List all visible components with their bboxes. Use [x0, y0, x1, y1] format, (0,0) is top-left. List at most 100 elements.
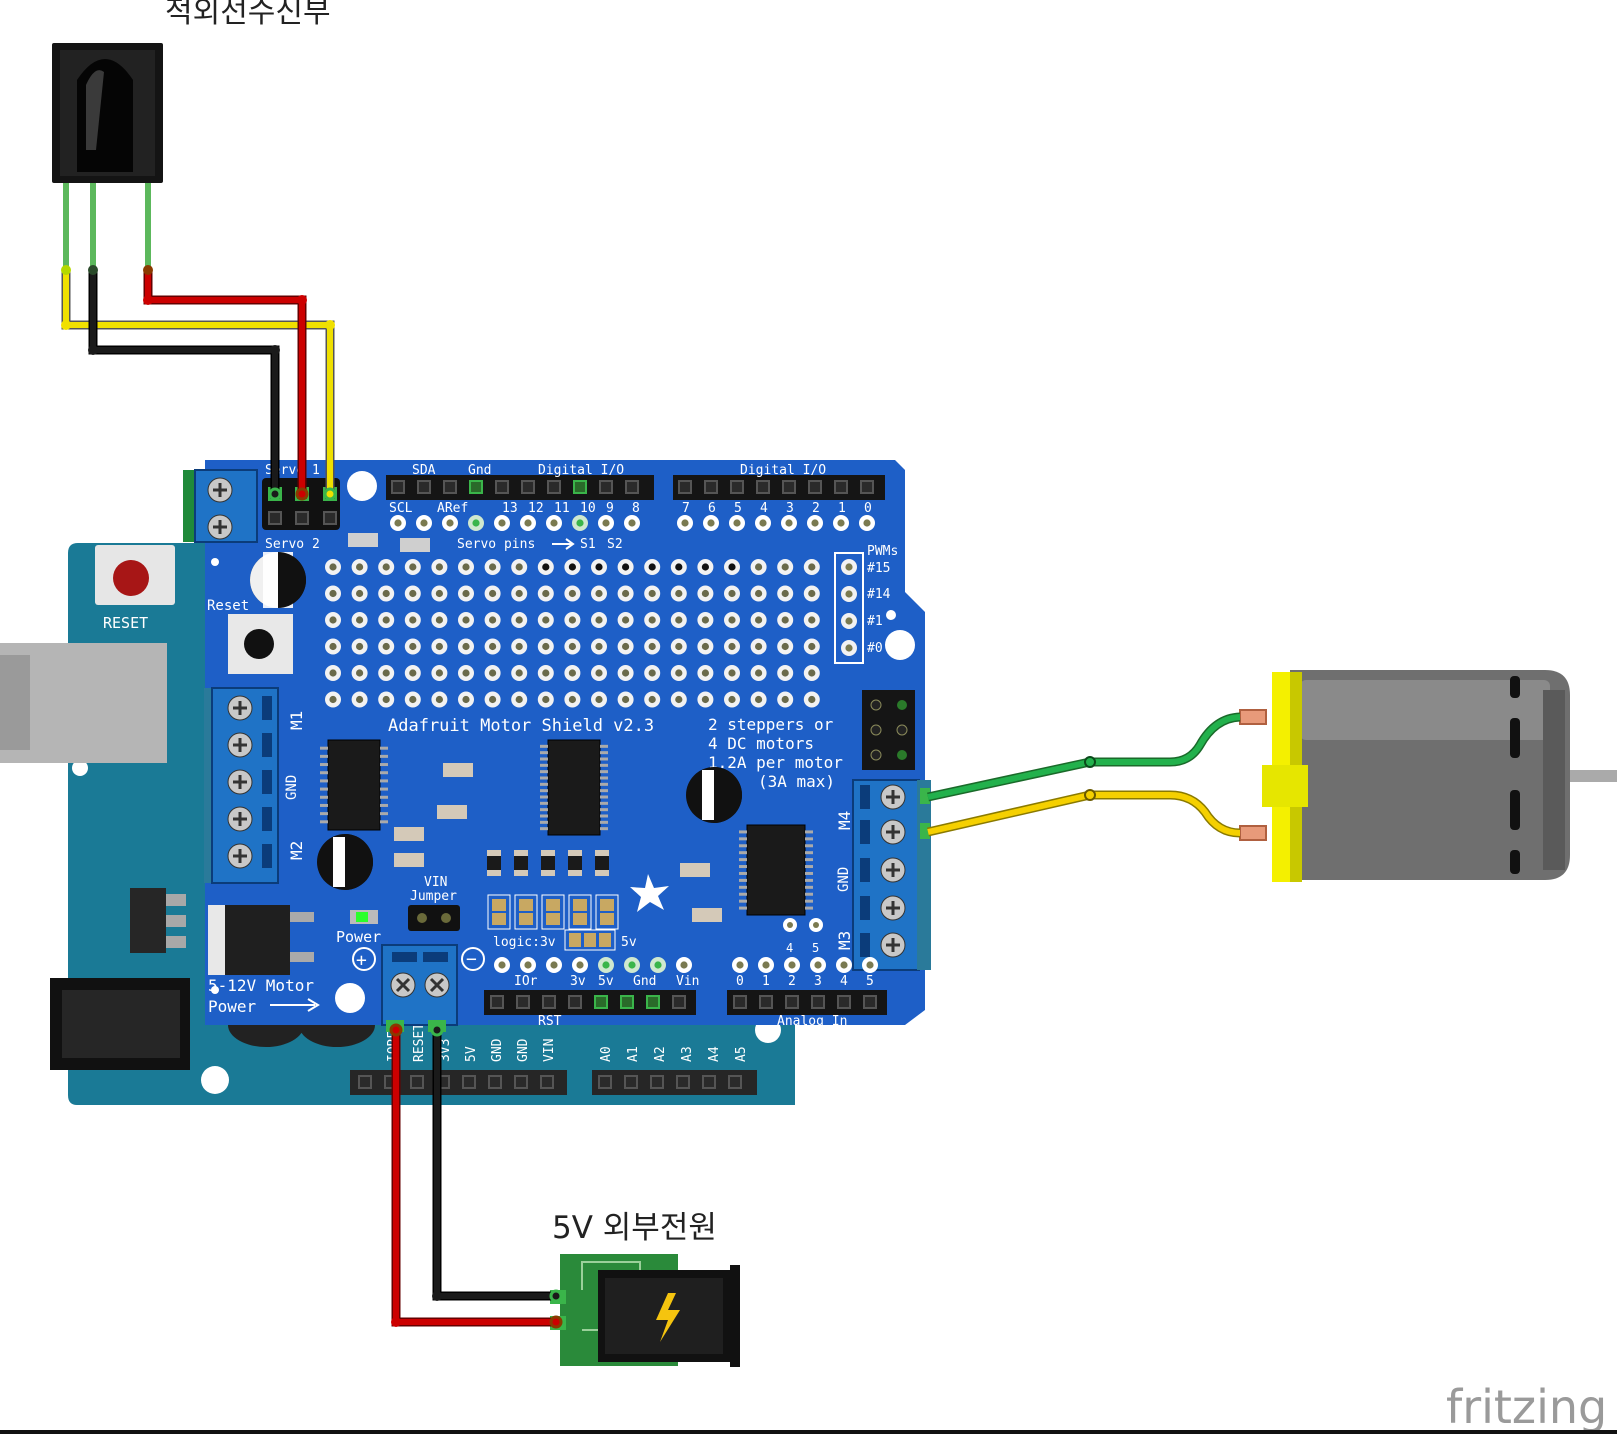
pcb-hole-center — [568, 563, 577, 571]
dc-power-jack — [550, 1254, 740, 1367]
header-pin — [624, 1075, 638, 1089]
pcb-hole-center — [498, 519, 506, 527]
servo2-label: Servo 2 — [265, 537, 320, 552]
smd-cap — [541, 870, 555, 876]
pcb-hole-center — [568, 669, 577, 677]
pcb-hole-center — [728, 616, 736, 624]
pcb-hole-center — [755, 589, 763, 598]
pcb-hole-center — [462, 589, 470, 598]
ic-pin — [739, 858, 747, 862]
pwm0-label: #0 — [867, 641, 883, 656]
ic-pin — [600, 814, 608, 818]
pcb-hole-center — [845, 563, 853, 571]
pcb-hole-center — [382, 642, 390, 651]
terminal-screw-slot — [886, 938, 900, 952]
wire-red-vcc — [145, 270, 305, 495]
pcb-hole-center — [446, 519, 454, 527]
pcb-hole-center — [845, 644, 853, 652]
pcb-hole-center — [595, 589, 603, 598]
pcb-hole-center — [707, 519, 715, 527]
header-pin — [837, 995, 851, 1009]
pcb-hole-center — [382, 695, 390, 704]
ic-pin — [540, 763, 548, 767]
pcb-hole-center — [675, 695, 683, 704]
terminal-slot — [262, 844, 272, 868]
fritzing-watermark: fritzing — [1446, 1380, 1607, 1434]
pcb-hole-center — [542, 589, 550, 598]
pcb-hole-center — [356, 563, 364, 571]
ic-pin — [600, 820, 608, 824]
ic-pin — [805, 885, 813, 889]
pcb-hole-center — [701, 669, 710, 677]
pcb-hole-center — [701, 642, 710, 651]
ic-pin — [805, 851, 813, 855]
header-pin — [323, 511, 337, 525]
pcb-hole-center — [808, 616, 816, 624]
pcb-hole-center — [595, 616, 603, 624]
pcb-hole-center — [356, 589, 364, 598]
reset-pin-label: RESET — [412, 1023, 427, 1062]
header-pin — [863, 995, 877, 1009]
pcb-hole-center — [515, 616, 523, 624]
header-pin — [625, 480, 639, 494]
pcb-hole-center — [728, 669, 736, 677]
motor-shield: Servo 1 Servo 2 SDA Gnd Digital I/O Digi… — [183, 460, 931, 1032]
pcb-hole-center — [733, 519, 741, 527]
pcb-hole-center — [409, 669, 417, 677]
a0-label: A0 — [599, 1046, 614, 1062]
pcb-hole-center — [595, 642, 603, 651]
pcb-hole-center — [755, 695, 763, 704]
pcb-hole-center — [462, 642, 470, 651]
pcb-hole-center — [435, 669, 443, 677]
pcb-hole-center — [845, 590, 853, 598]
header-pin — [594, 995, 608, 1009]
pcb-hole-center — [622, 695, 630, 704]
pcb-hole-center — [542, 669, 550, 677]
header-pin — [728, 1075, 742, 1089]
pcb-hole-center — [622, 616, 630, 624]
ic-chip — [547, 739, 601, 836]
pcb-hole-center — [837, 519, 845, 527]
ic-pin — [540, 808, 548, 812]
pcb-hole-center — [409, 642, 417, 651]
pcb-hole-center — [628, 961, 636, 969]
ir-receiver — [52, 43, 163, 269]
ic-pin — [600, 744, 608, 748]
smd-cap — [514, 870, 528, 876]
pcb-hole-center — [329, 563, 337, 571]
gnd-label-b: GND — [516, 1038, 531, 1062]
ic-pin — [739, 892, 747, 896]
pcb-hole-center — [755, 669, 763, 677]
smd-cap — [568, 850, 582, 856]
pcb-hole-center — [814, 961, 822, 969]
wire-yellow-signal — [63, 270, 333, 495]
pcb-hole-center — [781, 669, 789, 677]
pcb-hole-center — [781, 642, 789, 651]
header-pin — [834, 480, 848, 494]
ic-pin — [380, 803, 388, 807]
terminal-slot — [860, 820, 870, 844]
terminal-slot — [860, 933, 870, 957]
ic-pin — [540, 751, 548, 755]
pcb-hole-center — [329, 669, 337, 677]
minus-symbol: − — [466, 949, 477, 970]
header-pin — [417, 480, 431, 494]
header-pin — [462, 1075, 476, 1089]
external-power-label: 5V 외부전원 — [552, 1210, 717, 1246]
pcb-hole-center — [542, 695, 550, 704]
ic-pin — [540, 757, 548, 761]
5v-bottom-label: 5v — [598, 974, 614, 989]
ic-pin — [805, 858, 813, 862]
pcb-hole-center — [648, 589, 656, 598]
pcb-hole-center — [542, 563, 550, 571]
a2-label: A2 — [653, 1046, 668, 1062]
ic-pin — [320, 763, 328, 767]
pcb-hole-center — [808, 589, 816, 598]
pcb-hole-center — [788, 961, 796, 969]
pcb-hole-center — [728, 695, 736, 704]
solder-pad — [546, 913, 560, 925]
pcb-hole-center — [701, 616, 710, 624]
pcb-hole-center — [382, 669, 390, 677]
ic-pin — [600, 795, 608, 799]
pcb-hole-center — [568, 589, 577, 598]
